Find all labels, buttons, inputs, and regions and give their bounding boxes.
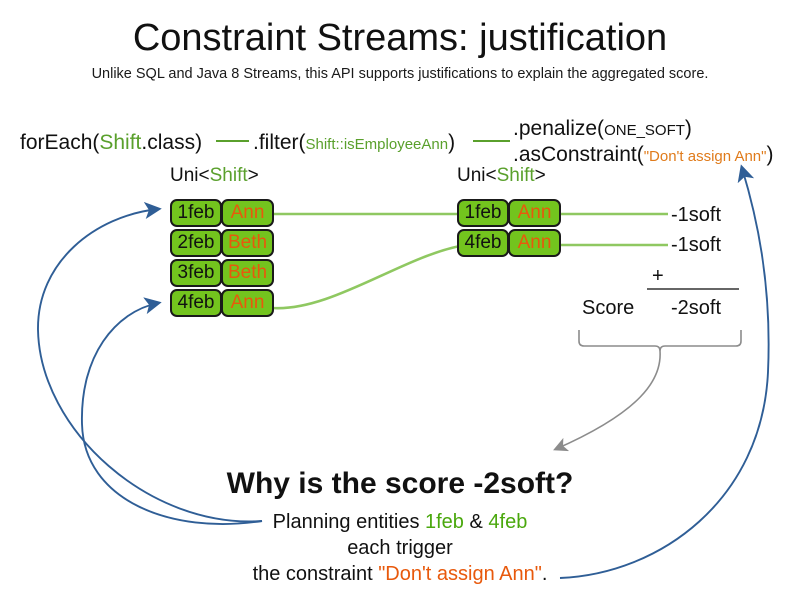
score-total-value: -2soft (671, 297, 722, 319)
explanation-constraint-name: "Don't assign Ann" (378, 563, 542, 585)
plus-operator: + (652, 265, 664, 287)
cell-employee: Ann (508, 229, 561, 257)
stream-caption-right-prefix: Uni< (457, 165, 497, 186)
explanation-entity-a: 1feb (425, 511, 464, 533)
page-title: Constraint Streams: justification (132, 17, 668, 59)
cell-date: 4feb (457, 229, 509, 257)
code-penalize-suffix: ) (684, 117, 692, 140)
code-asconstraint-prefix: .asConstraint( (513, 143, 644, 166)
cell-date: 2feb (170, 229, 222, 257)
code-penalize: .penalize(ONE_SOFT) (513, 117, 692, 141)
explanation-line-2: each trigger (347, 537, 453, 559)
pipeline-dash-1 (216, 140, 249, 142)
code-asconstraint: .asConstraint("Don't assign Ann") (513, 143, 773, 167)
stream-caption-right-type: Shift (496, 165, 535, 186)
code-asconstraint-string: "Don't assign Ann" (643, 148, 767, 165)
code-foreach: forEach(Shift.class) (20, 131, 202, 155)
code-penalize-constant: ONE_SOFT (604, 122, 685, 139)
cell-employee: Ann (508, 199, 561, 227)
table-row[interactable]: 1feb Ann (170, 199, 274, 227)
explanation-heading: Why is the score -2soft? (226, 467, 574, 500)
code-asconstraint-suffix: ) (766, 143, 774, 166)
explanation-line-1: Planning entities 1feb & 4feb (0, 511, 800, 534)
table-row[interactable]: 1feb Ann (457, 199, 561, 227)
cell-date: 4feb (170, 289, 222, 317)
code-foreach-type: Shift (99, 131, 142, 154)
cell-employee: Ann (221, 289, 274, 317)
code-penalize-prefix: .penalize( (513, 117, 605, 140)
code-foreach-prefix: forEach( (20, 131, 100, 154)
explanation-line-1-prefix: Planning entities (272, 511, 425, 533)
stream-caption-right-suffix: > (534, 165, 546, 186)
stream-caption-left: Uni<Shift> (170, 165, 259, 187)
cell-date: 3feb (170, 259, 222, 287)
code-filter-suffix: ) (448, 131, 456, 154)
penalty-value-1: -1soft (671, 204, 722, 226)
explanation-line-3-suffix: . (541, 563, 548, 585)
cell-date: 1feb (170, 199, 222, 227)
stream-caption-left-prefix: Uni< (170, 165, 210, 186)
explanation-entity-b: 4feb (488, 511, 528, 533)
cell-employee: Beth (221, 259, 274, 287)
penalty-value-2: -1soft (671, 234, 722, 256)
explanation-amp: & (463, 511, 489, 533)
cell-employee: Ann (221, 199, 274, 227)
table-row[interactable]: 3feb Beth (170, 259, 274, 287)
cell-employee: Beth (221, 229, 274, 257)
page-subtitle: Unlike SQL and Java 8 Streams, this API … (91, 66, 709, 82)
table-row[interactable]: 4feb Ann (170, 289, 274, 317)
explanation-line-3-prefix: the constraint (252, 563, 379, 585)
stream-caption-left-type: Shift (209, 165, 248, 186)
cell-date: 1feb (457, 199, 509, 227)
table-row[interactable]: 4feb Ann (457, 229, 561, 257)
code-filter-prefix: .filter( (253, 131, 306, 154)
stream-caption-right: Uni<Shift> (457, 165, 546, 187)
explanation-line-3: the constraint "Don't assign Ann". (0, 563, 800, 586)
table-row[interactable]: 2feb Beth (170, 229, 274, 257)
code-foreach-suffix: .class) (141, 131, 203, 154)
fact-table-left: 1feb Ann 2feb Beth 3feb Beth 4feb Ann (170, 199, 274, 319)
code-filter-methodref: Shift::isEmployeeAnn (305, 136, 449, 153)
fact-table-right: 1feb Ann 4feb Ann (457, 199, 561, 259)
score-label: Score (582, 297, 635, 319)
code-filter: .filter(Shift::isEmployeeAnn) (253, 131, 455, 155)
pipeline-dash-2 (473, 140, 510, 142)
stream-caption-left-suffix: > (247, 165, 259, 186)
sum-divider (647, 288, 739, 290)
